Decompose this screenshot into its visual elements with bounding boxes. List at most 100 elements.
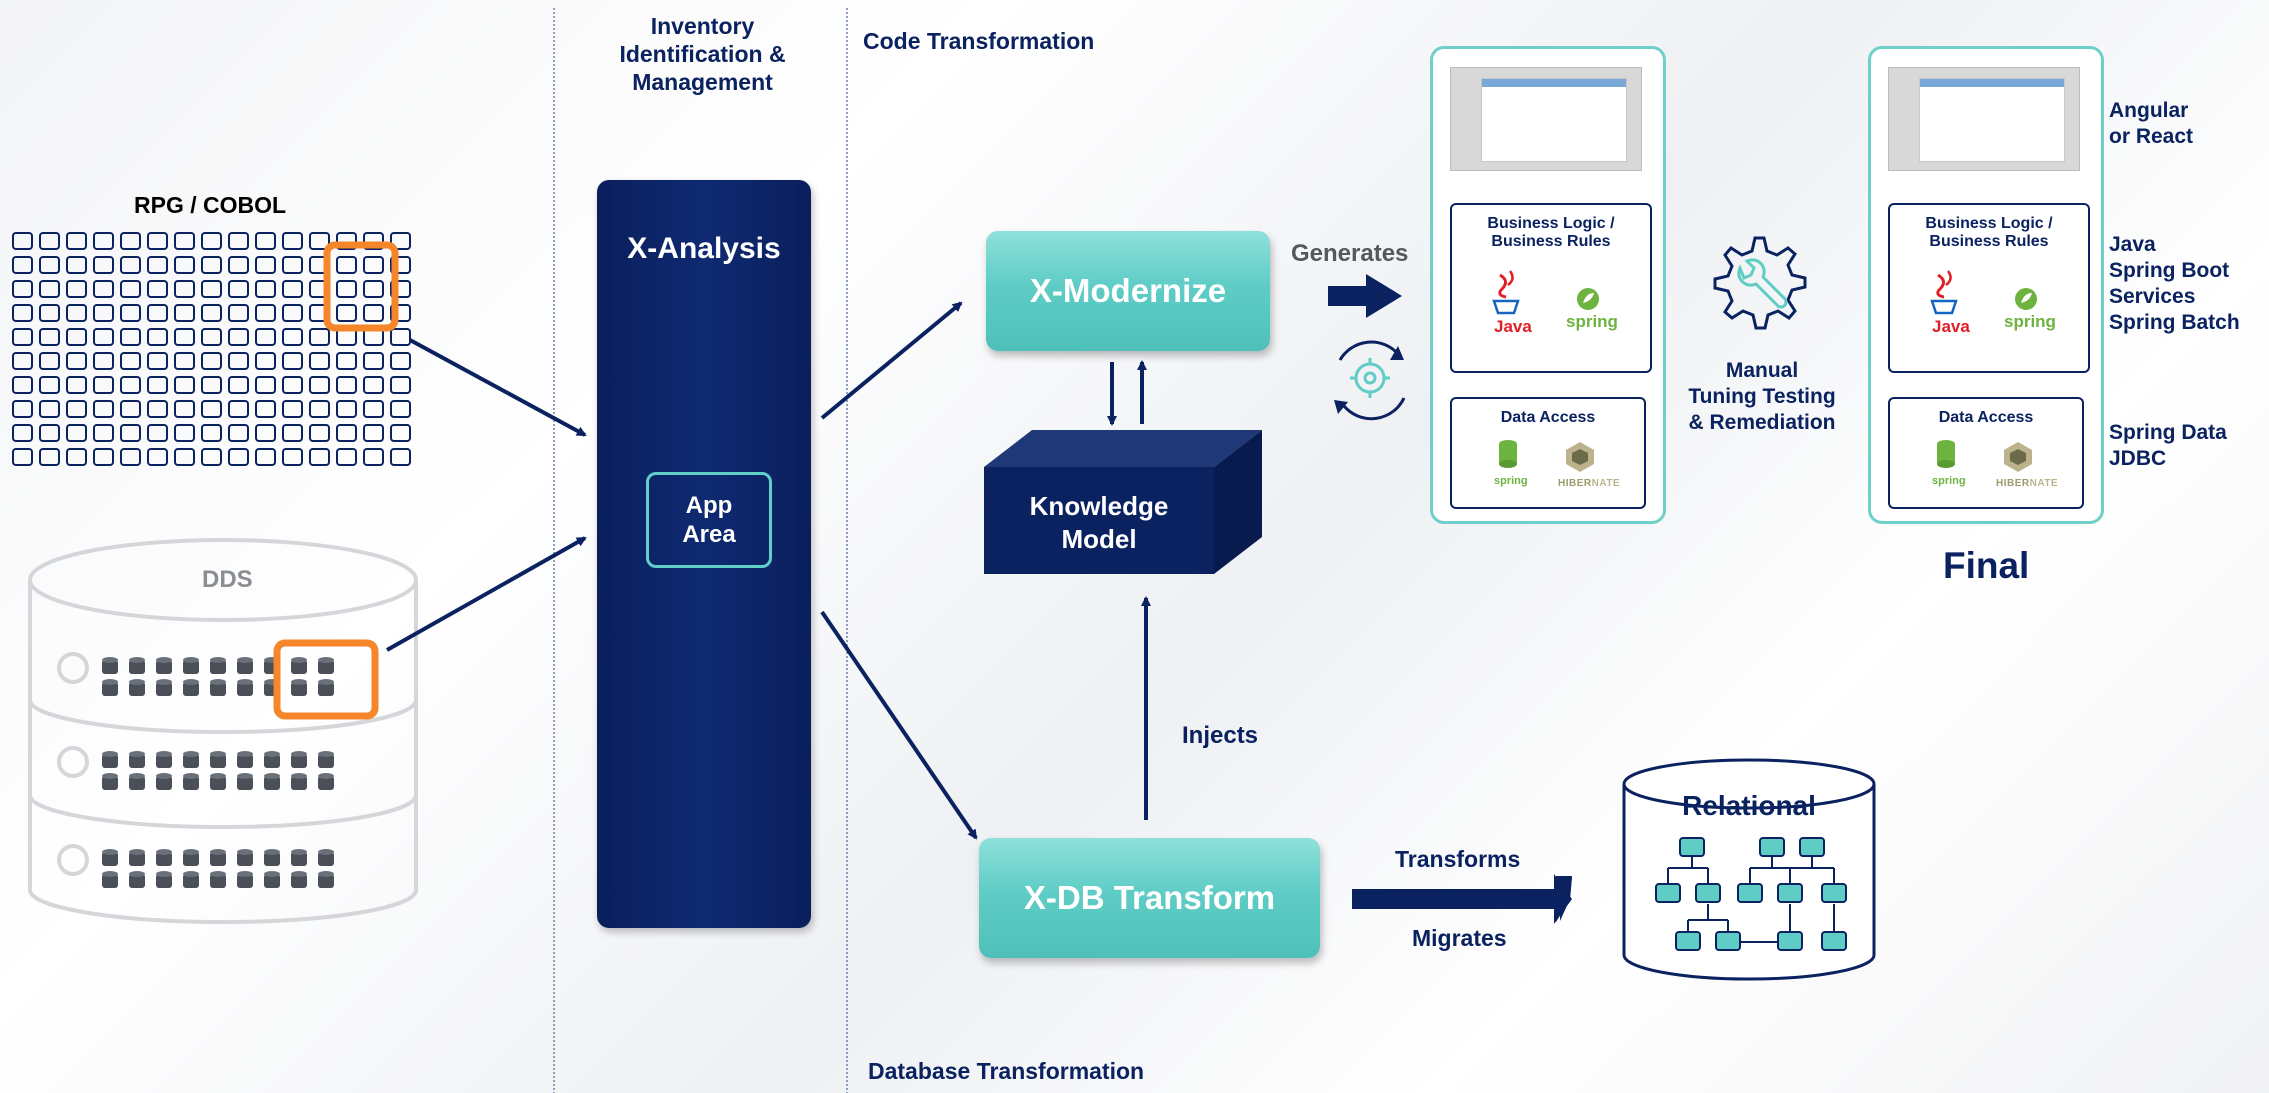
grid-cell [390,304,411,322]
x-analysis-box[interactable]: X-Analysis App Area [597,180,811,928]
wrench-icon [1737,258,1788,309]
data-access-box[interactable]: Data Access spring HIBERNATE [1450,397,1646,509]
generates-arrow [1328,274,1402,318]
grid-cell [93,232,114,250]
inventory-line-2: Identification & [619,41,786,67]
x-modernize-box[interactable]: X-Modernize [986,231,1270,351]
grid-cell [255,448,276,466]
final-hibernate-text: HIBERNATE [1996,478,2058,489]
final-stack-card[interactable]: Business Logic / Business Rules Java spr… [1868,46,2104,524]
data-layer-line-2: JDBC [2109,447,2167,470]
db-icon [156,679,172,696]
grid-cell [12,256,33,274]
grid-cell [363,376,384,394]
grid-cell [147,376,168,394]
db-icon [291,871,307,888]
final-data-access-box[interactable]: Data Access spring HIBERNATE [1888,397,2084,509]
grid-cell [174,352,195,370]
grid-cell [309,376,330,394]
final-hibernate-text-a: HIBER [1996,478,2030,489]
grid-cell [120,304,141,322]
code-transformation-label: Code Transformation [863,28,1095,54]
manual-line-3: & Remediation [1688,411,1836,434]
grid-cell [120,424,141,442]
grid-cell [309,352,330,370]
final-spring-leaf-icon [2015,288,2037,310]
dds-slot-dot [57,746,89,778]
grid-cell [93,352,114,370]
frontend-label: Angular or React [2109,98,2193,150]
grid-cell [282,232,303,250]
business-logic-box[interactable]: Business Logic / Business Rules Java spr… [1450,203,1652,373]
grid-cell [309,400,330,418]
java-logo-text: Java [1494,317,1532,336]
knowledge-model-label[interactable]: Knowledge Model [984,490,1214,556]
db-icon [102,871,118,888]
grid-cell [12,424,33,442]
grid-cell [201,304,222,322]
grid-cell [120,448,141,466]
relational-nodes [1655,837,1847,951]
grid-cell [336,256,357,274]
grid-cell [363,352,384,370]
grid-cell [363,424,384,442]
data-access-title: Data Access [1500,409,1596,426]
grid-cell [255,304,276,322]
grid-cell [336,232,357,250]
arrow-dds-to-analysis [386,536,587,652]
grid-cell [363,256,384,274]
ui-screenshot-thumb [1450,67,1642,171]
app-area-line-2: Area [682,521,736,548]
grid-cell [39,328,60,346]
grid-cell [228,400,249,418]
hibernate-icon [1566,442,1594,472]
db-icon [156,871,172,888]
x-db-transform-box[interactable]: X-DB Transform [979,838,1320,958]
grid-cell [174,232,195,250]
grid-cell [120,400,141,418]
grid-cell [12,232,33,250]
db-icon [183,657,199,674]
manual-line-1: Manual [1725,359,1799,382]
grid-cell [201,424,222,442]
grid-cell [66,424,87,442]
grid-cell [228,448,249,466]
db-icon [210,679,226,696]
grid-cell [228,304,249,322]
grid-cell [336,376,357,394]
spring-small-text: spring [1494,475,1528,487]
generated-stack-card[interactable]: Business Logic / Business Rules Java spr… [1430,46,1666,524]
grid-cell [120,280,141,298]
app-area-box[interactable]: App Area [646,472,772,568]
grid-cell [282,376,303,394]
grid-cell [390,328,411,346]
knowledge-line-1: Knowledge [1029,491,1169,521]
final-spring-small-text: spring [1932,475,1966,487]
db-icon [318,679,334,696]
dds-database-icons [57,652,334,888]
spring-logo-text: spring [1566,312,1618,331]
final-business-logic-box[interactable]: Business Logic / Business Rules Java spr… [1888,203,2090,373]
backend-line-4: Spring Batch [2109,311,2240,334]
db-icon [264,751,280,768]
grid-cell [363,280,384,298]
business-logic-title: Business Logic / Business Rules [1452,215,1650,251]
grid-cell [66,400,87,418]
grid-cell [93,376,114,394]
grid-cell [12,400,33,418]
spring-leaf-icon [1577,288,1599,310]
final-hibernate-text-b: NATE [2029,478,2059,489]
db-icon [102,849,118,866]
db-icon [129,751,145,768]
db-icon [129,849,145,866]
grid-cell [255,232,276,250]
db-icon [183,751,199,768]
grid-cell [390,376,411,394]
data-layer-label: Spring Data JDBC [2109,420,2227,472]
grid-cell [93,280,114,298]
frontend-line-2: or React [2109,125,2194,148]
grid-cell [336,424,357,442]
final-hibernate-icon [2004,442,2032,472]
relational-title: Relational [1682,790,1816,821]
grid-cell [147,280,168,298]
